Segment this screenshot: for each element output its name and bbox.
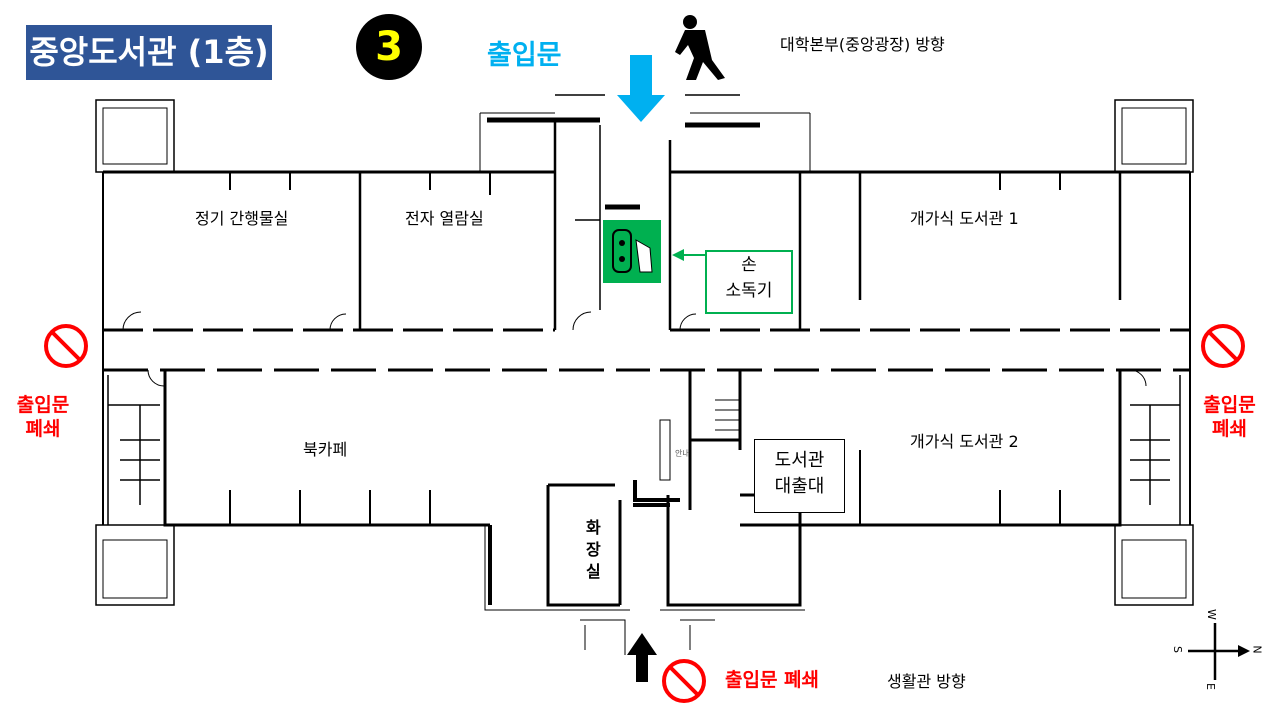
room-periodicals: 정기 간행물실 xyxy=(195,209,289,228)
no-entry-icon-left xyxy=(44,324,88,368)
entrance-arrow-down xyxy=(617,55,665,122)
walking-person-icon xyxy=(675,15,725,80)
room-e-reading: 전자 열람실 xyxy=(405,209,484,228)
direction-top: 대학본부(중앙광장) 방향 xyxy=(780,35,945,54)
room-open-library-2: 개가식 도서관 2 xyxy=(910,432,1019,451)
closed-entrance-right: 출입문 폐쇄 xyxy=(1203,394,1256,440)
no-entry-icon-bottom xyxy=(662,659,706,703)
direction-bottom: 생활관 방향 xyxy=(887,672,966,691)
closed-entrance-left: 출입문 폐쇄 xyxy=(16,394,70,440)
compass-s: S xyxy=(1170,646,1184,653)
compass-w: W xyxy=(1204,609,1218,620)
room-open-library-1: 개가식 도서관 1 xyxy=(910,209,1019,228)
compass-icon xyxy=(1188,623,1250,680)
compass-e: E xyxy=(1203,683,1217,690)
compass-n: N xyxy=(1250,645,1264,654)
circulation-desk: 도서관 대출대 xyxy=(754,439,845,513)
no-entry-icon-right xyxy=(1201,324,1245,368)
room-book-cafe: 북카페 xyxy=(303,440,348,459)
room-info: 안내 xyxy=(675,449,690,458)
sanitizer-label: 손 소독기 xyxy=(705,250,793,314)
building-number-badge: 3 xyxy=(356,14,422,80)
entrance-label-top: 출입문 xyxy=(487,40,562,71)
closed-entrance-bottom: 출입문 폐쇄 xyxy=(725,669,820,691)
page-title: 중앙도서관 (1층) xyxy=(26,25,272,80)
entrance-arrow-up xyxy=(627,633,657,682)
room-restroom: 화 장 실 xyxy=(586,518,601,581)
